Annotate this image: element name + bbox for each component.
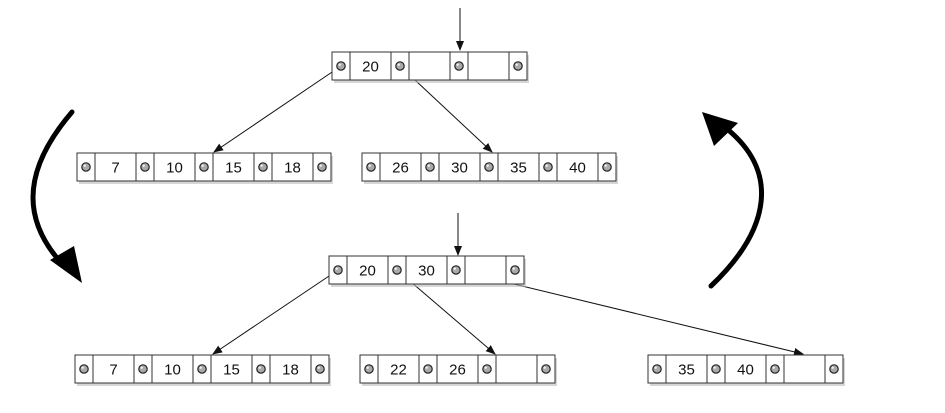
key-cell bbox=[467, 51, 510, 81]
pointer-dot bbox=[484, 162, 494, 172]
key-cell bbox=[783, 354, 826, 384]
cycle-arrow-right bbox=[702, 112, 764, 289]
leaf-node-before-left: 7 10 15 18 bbox=[76, 152, 333, 184]
pointer-dot bbox=[366, 162, 376, 172]
leaf-node-after-middle: 22 26 bbox=[359, 354, 557, 386]
pointer-dot bbox=[258, 162, 268, 172]
key-cell bbox=[556, 152, 599, 182]
pointer-dot bbox=[392, 265, 402, 275]
key-value: 18 bbox=[284, 160, 301, 177]
pointer-dot bbox=[425, 162, 435, 172]
key-cell bbox=[497, 152, 540, 182]
key-cell bbox=[495, 354, 538, 384]
leaf-node-after-left: 7 10 15 18 bbox=[74, 354, 331, 386]
leaf-node-after-right: 35 40 bbox=[647, 354, 845, 386]
key-cell bbox=[379, 152, 422, 182]
cycle-arrow-left bbox=[30, 109, 82, 283]
key-value: 7 bbox=[109, 362, 117, 379]
pointer-dot bbox=[336, 61, 346, 71]
pointer-dot bbox=[315, 364, 325, 374]
key-value: 7 bbox=[111, 160, 119, 177]
pointer-dot bbox=[199, 162, 209, 172]
key-cell bbox=[349, 51, 392, 81]
pointer-dot bbox=[482, 364, 492, 374]
pointer-dot bbox=[454, 61, 464, 71]
key-value: 20 bbox=[362, 59, 379, 76]
key-cell bbox=[464, 255, 507, 285]
key-value: 20 bbox=[359, 263, 376, 280]
key-value: 30 bbox=[451, 160, 468, 177]
pointer-dot bbox=[510, 265, 520, 275]
key-cell bbox=[408, 51, 451, 81]
pointer-dot bbox=[364, 364, 374, 374]
key-value: 30 bbox=[418, 263, 435, 280]
pointer-dot bbox=[79, 364, 89, 374]
pointer-dot bbox=[770, 364, 780, 374]
key-cell bbox=[665, 354, 708, 384]
key-value: 10 bbox=[164, 362, 181, 379]
pointer-dot bbox=[81, 162, 91, 172]
key-value: 26 bbox=[449, 362, 466, 379]
pointer-dot bbox=[541, 364, 551, 374]
pointer-dot bbox=[333, 265, 343, 275]
pointer-dot bbox=[652, 364, 662, 374]
key-value: 22 bbox=[390, 362, 407, 379]
key-cell bbox=[151, 354, 194, 384]
key-cell bbox=[377, 354, 420, 384]
key-value: 15 bbox=[225, 160, 242, 177]
key-cell bbox=[271, 152, 314, 182]
pointer-dot bbox=[138, 364, 148, 374]
key-cell bbox=[153, 152, 196, 182]
pointer-dot bbox=[256, 364, 266, 374]
key-cell bbox=[94, 152, 137, 182]
pointer-dot bbox=[829, 364, 839, 374]
key-cell bbox=[438, 152, 481, 182]
edge-after-left bbox=[212, 269, 339, 355]
key-cell bbox=[210, 354, 253, 384]
key-value: 35 bbox=[510, 160, 527, 177]
key-value: 26 bbox=[392, 160, 409, 177]
key-value: 40 bbox=[569, 160, 586, 177]
key-cell bbox=[269, 354, 312, 384]
pointer-dot bbox=[395, 61, 405, 71]
key-cell bbox=[212, 152, 255, 182]
key-value: 40 bbox=[737, 362, 754, 379]
pointer-dot bbox=[451, 265, 461, 275]
pointer-dot bbox=[602, 162, 612, 172]
edge-before-left bbox=[213, 65, 342, 153]
pointer-dot bbox=[513, 61, 523, 71]
key-value: 15 bbox=[223, 362, 240, 379]
key-value: 18 bbox=[282, 362, 299, 379]
pointer-dot bbox=[543, 162, 553, 172]
pointer-dot bbox=[423, 364, 433, 374]
key-value: 10 bbox=[166, 160, 183, 177]
key-cell bbox=[92, 354, 135, 384]
key-value: 35 bbox=[678, 362, 695, 379]
root-node-before: 20 bbox=[331, 51, 529, 83]
leaf-node-before-right: 26 30 35 40 bbox=[361, 152, 618, 184]
pointer-dot bbox=[711, 364, 721, 374]
pointer-dot bbox=[197, 364, 207, 374]
pointer-dot bbox=[317, 162, 327, 172]
pointer-dot bbox=[140, 162, 150, 172]
key-cell bbox=[724, 354, 767, 384]
